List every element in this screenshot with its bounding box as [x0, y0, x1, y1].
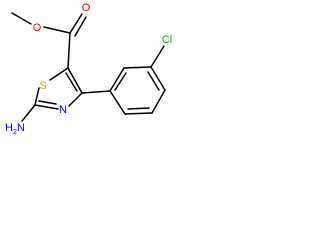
- bond-o-carbonyl: [43, 26, 71, 34]
- bond-ph-4: [151, 89, 166, 114]
- chlorine-label: Cl: [162, 34, 172, 46]
- ring-nitrogen-label: N: [59, 104, 67, 116]
- ether-oxygen-label: O: [33, 22, 42, 34]
- bond-methyl-o: [11, 12, 32, 25]
- amino-group-label: H2N: [5, 122, 25, 136]
- bond-carbonyl-o-1: [69, 13, 83, 34]
- bond-ph-5: [124, 112, 153, 115]
- bond-c5-s: [49, 67, 69, 81]
- bond-ph-6: [109, 90, 126, 115]
- bond-c4-phenyl: [81, 90, 111, 94]
- bond-s-c2: [34, 87, 40, 106]
- bond-c2-n-inner: [38, 100, 57, 105]
- bond-carbonyl-o-2: [74, 16, 87, 37]
- bond-ph-cl: [150, 45, 165, 68]
- bond-c4-c5: [67, 67, 83, 94]
- bond-ph-3-inner: [147, 71, 160, 91]
- bond-c2-nh2: [21, 104, 36, 122]
- bond-ph-5-inner: [127, 107, 150, 110]
- bond-ph-1: [109, 67, 125, 92]
- sulfur-label: S: [39, 80, 46, 92]
- structure-diagram: O O S N H2N Cl: [5, 2, 172, 136]
- bond-carbonyl-c5: [67, 32, 71, 69]
- bond-c4-c5-inner: [65, 72, 78, 92]
- bond-ph-2: [123, 66, 152, 69]
- carbonyl-oxygen-label: O: [82, 2, 91, 14]
- bond-c2-n: [34, 104, 59, 110]
- bond-ph-1-inner: [114, 72, 127, 91]
- bond-ph-3: [150, 66, 166, 91]
- bond-n-c4: [68, 92, 83, 107]
